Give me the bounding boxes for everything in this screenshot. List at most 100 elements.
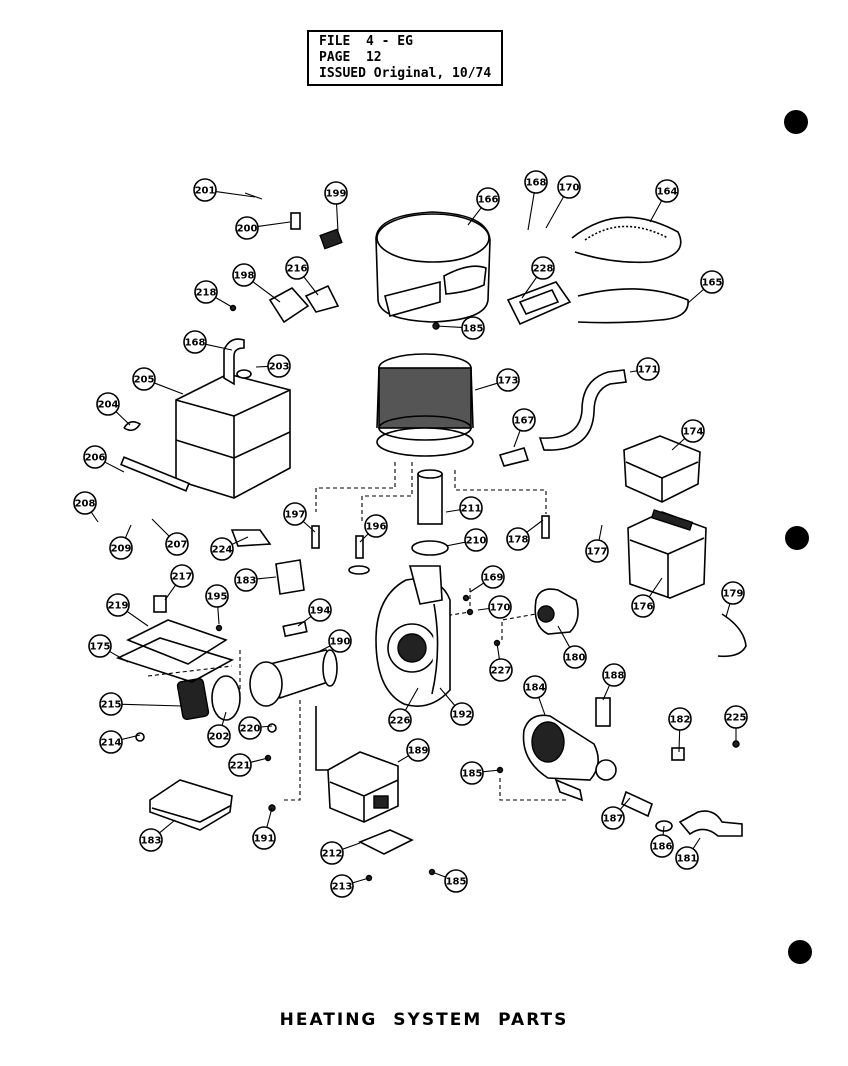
callout-leader (725, 603, 731, 618)
callout-circle (563, 645, 587, 669)
callout-leader (90, 511, 99, 523)
callout-label: 169 (483, 573, 504, 584)
callout-label: 204 (98, 400, 119, 411)
callout-label: 218 (196, 288, 217, 299)
callout-leader (151, 518, 170, 537)
filter-173 (376, 353, 474, 457)
callout-leader (317, 645, 331, 653)
callout-206: 206 (83, 445, 125, 473)
callout-label: 164 (657, 187, 678, 198)
callout-label: 188 (604, 671, 625, 682)
callout-176: 176 (631, 577, 663, 618)
callout-leader (619, 797, 631, 810)
callout-212: 212 (320, 841, 361, 865)
callout-leader (221, 711, 227, 726)
callout-leader (527, 192, 535, 231)
callout-label: 183 (141, 836, 162, 847)
callout-circle (681, 419, 705, 443)
callout-label: 180 (565, 653, 586, 664)
callout-circle (460, 761, 484, 785)
pump-184 (522, 714, 617, 802)
callout-leader (154, 382, 184, 395)
callout-183: 183 (139, 819, 176, 852)
issued-line: ISSUED Original, 10/74 (319, 66, 492, 81)
callout-leader (104, 461, 125, 473)
motor-180 (534, 588, 579, 635)
callout-circle (308, 598, 332, 622)
callout-leader (557, 625, 571, 648)
callout-leader (435, 325, 463, 328)
callout-leader (359, 533, 369, 543)
callout-204: 204 (96, 392, 131, 426)
callout-circle (488, 595, 512, 619)
callout-label: 184 (525, 683, 546, 694)
callout-label: 167 (514, 416, 535, 427)
callout-circle (601, 806, 625, 830)
callout-leader (342, 842, 361, 850)
callout-leader (496, 642, 500, 660)
callout-178: 178 (506, 519, 544, 551)
callout-185: 185 (460, 761, 501, 785)
blower-192 (375, 565, 451, 707)
callout-circle (285, 256, 309, 280)
callout-circle (99, 730, 123, 754)
callout-circle (109, 536, 133, 560)
callout-label: 202 (209, 732, 230, 743)
callout-label: 173 (498, 376, 519, 387)
callout-circle (631, 594, 655, 618)
callout-225: 225 (724, 705, 748, 742)
callout-label: 194 (310, 606, 331, 617)
callout-circle (444, 869, 468, 893)
callout-circle (459, 496, 483, 520)
callout-195: 195 (205, 584, 229, 625)
callout-label: 224 (212, 545, 233, 556)
callout-circle (139, 828, 163, 852)
callout-label: 179 (723, 589, 744, 600)
control-box-176 (627, 509, 707, 599)
callout-circle (476, 187, 500, 211)
callout-label: 190 (330, 637, 351, 648)
callout-169: 169 (469, 565, 505, 593)
callout-circle (531, 256, 555, 280)
callout-164: 164 (649, 179, 679, 223)
callout-circle (721, 581, 745, 605)
callout-leader (231, 536, 249, 545)
callout-label: 214 (101, 738, 122, 749)
callout-label: 197 (285, 510, 306, 521)
callout-170: 170 (545, 175, 581, 229)
callout-leader (256, 576, 277, 580)
callout-circle (207, 724, 231, 748)
callout-228: 228 (521, 256, 555, 299)
callout-label: 175 (90, 642, 111, 653)
callout-label: 177 (587, 547, 608, 558)
callout-label: 183 (236, 576, 257, 587)
callout-167: 167 (512, 408, 536, 448)
callout-leader (115, 411, 131, 426)
fuel-control-189 (315, 706, 399, 823)
callout-219: 219 (106, 593, 149, 627)
callout-label: 187 (603, 814, 624, 825)
callout-circle (320, 841, 344, 865)
callout-circle (252, 826, 276, 850)
page-line: PAGE 12 (319, 50, 382, 65)
callout-circle (106, 593, 130, 617)
callout-leader (255, 365, 269, 368)
callout-circle (96, 392, 120, 416)
callout-173: 173 (474, 368, 520, 392)
callout-224: 224 (210, 536, 249, 561)
callout-leader (687, 288, 705, 304)
callout-label: 165 (702, 278, 723, 289)
file-line: FILE 4 - EG (319, 34, 413, 49)
callout-circle (464, 528, 488, 552)
binder-hole-middle (785, 526, 809, 550)
callout-185: 185 (431, 869, 468, 893)
callout-circle (524, 170, 548, 194)
callout-label: 206 (85, 453, 106, 464)
callout-label: 196 (366, 522, 387, 533)
callout-circle (170, 564, 194, 588)
callout-circle (724, 705, 748, 729)
callout-leader (404, 687, 419, 711)
callout-circle (461, 316, 485, 340)
callout-circle (450, 702, 474, 726)
callout-label: 201 (195, 186, 216, 197)
